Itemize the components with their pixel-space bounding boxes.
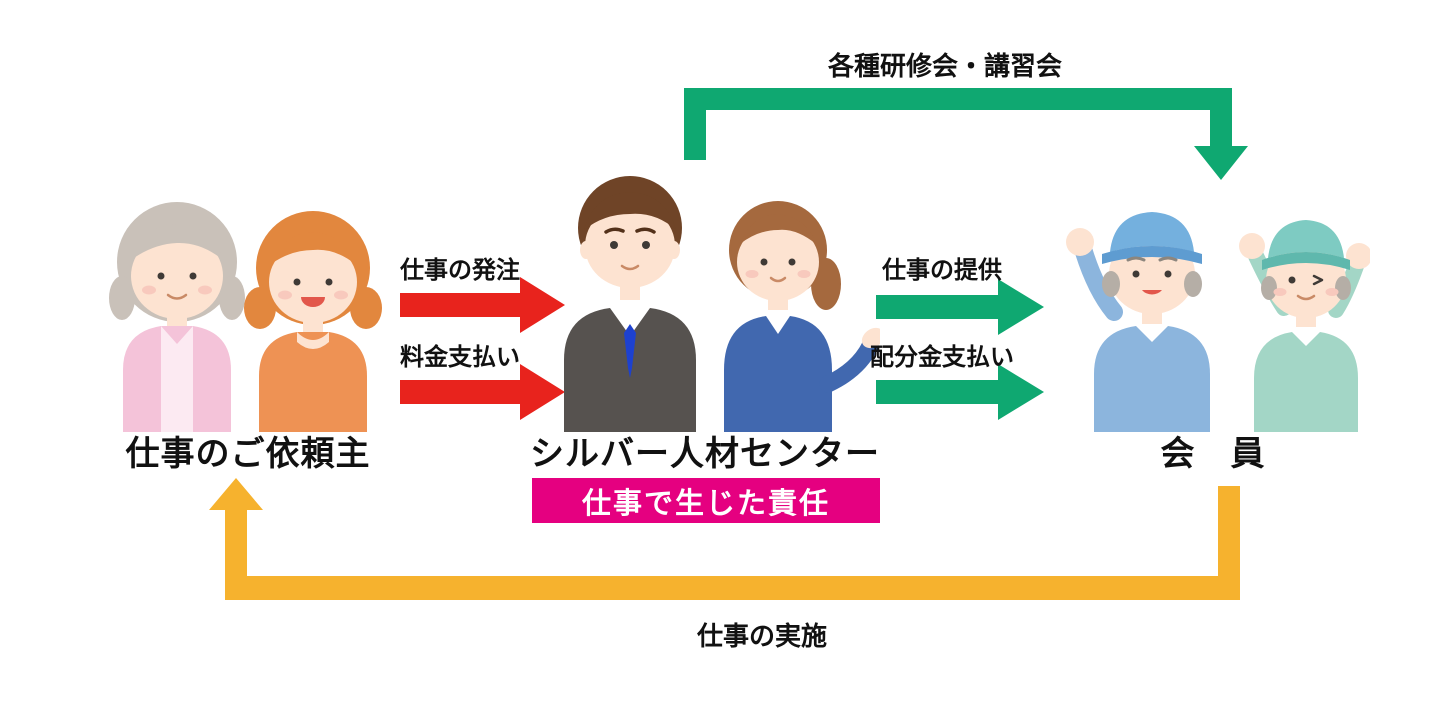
members-illustration <box>1066 212 1370 432</box>
work-provision-arrow <box>876 279 1044 335</box>
training-label: 各種研修会・講習会 <box>827 51 1062 81</box>
center-label: シルバー人材センター <box>530 435 880 473</box>
member-label: 会 員 <box>1160 435 1266 473</box>
work-execution-label: 仕事の実施 <box>696 621 827 651</box>
distribution-payment-arrow <box>876 364 1044 420</box>
client-label: 仕事のご依頼主 <box>125 435 371 473</box>
work-provision-label: 仕事の提供 <box>882 257 1002 284</box>
clients-illustration <box>109 202 382 432</box>
fee-payment-label: 料金支払い <box>400 344 520 371</box>
work-order-label: 仕事の発注 <box>400 257 520 284</box>
male-member-figure <box>1066 212 1210 432</box>
responsibility-badge: 仕事で生じた責任 <box>532 478 880 523</box>
female-member-figure <box>1239 220 1370 432</box>
businessman-figure <box>564 176 696 432</box>
distribution-payment-label: 配分金支払い <box>870 344 1014 371</box>
female-client-figure <box>244 211 382 432</box>
businesswoman-figure <box>724 201 880 432</box>
work-execution-arrow <box>209 478 1240 600</box>
elderly-client-figure <box>109 202 245 432</box>
fee-payment-arrow <box>400 364 565 420</box>
center-staff-illustration <box>564 176 880 432</box>
work-order-arrow <box>400 277 565 333</box>
training-arrow <box>684 88 1248 180</box>
